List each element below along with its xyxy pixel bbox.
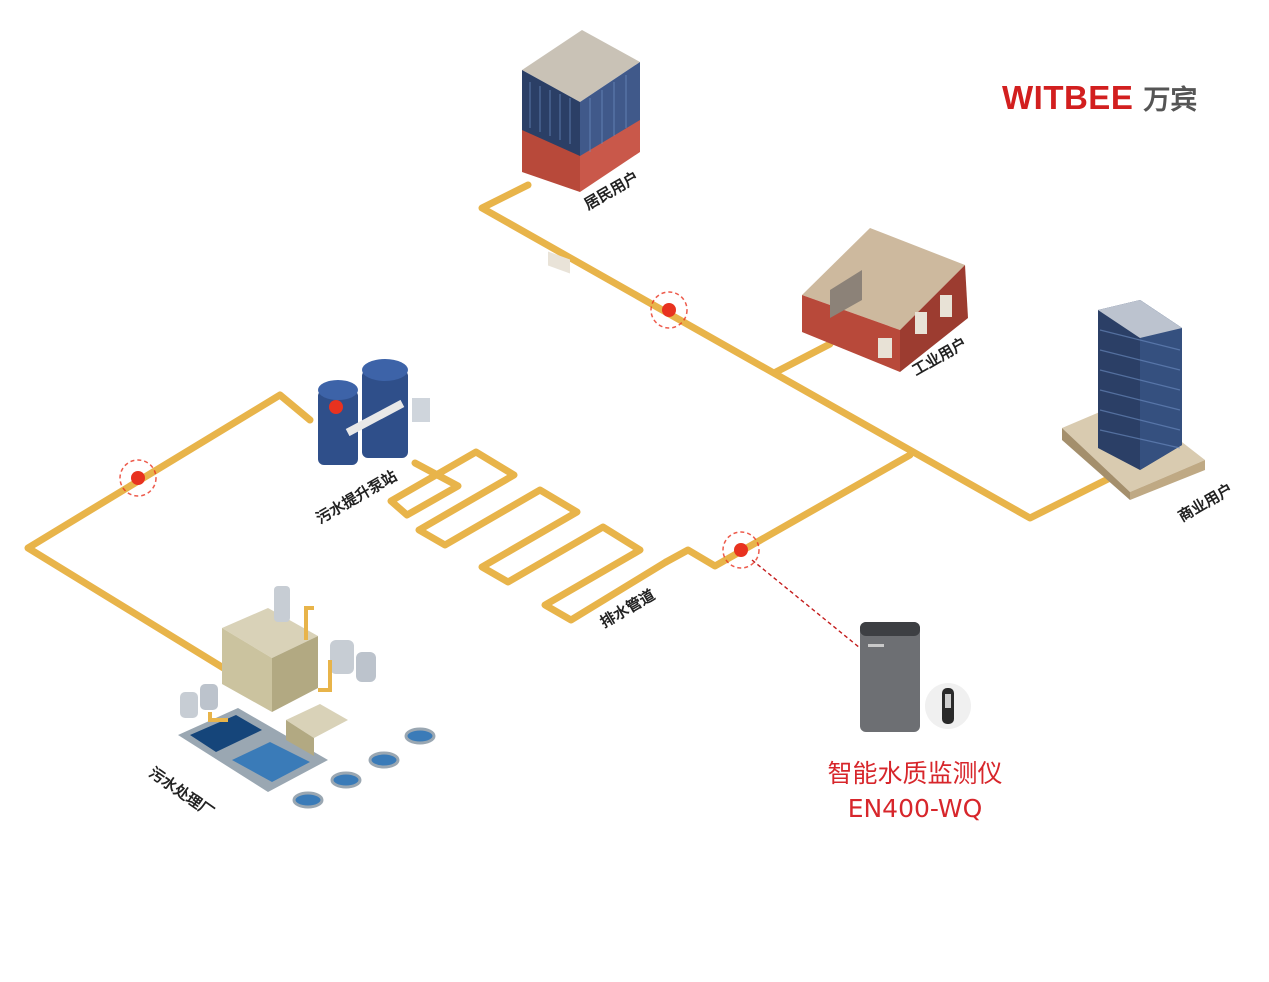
- monitor-point-2: [119, 459, 157, 497]
- water-quality-monitor-icon: [860, 622, 971, 732]
- brand-logo: WITBEE 万宾: [1002, 78, 1197, 117]
- residential-building-icon: [522, 30, 640, 274]
- monitor-link-line: [751, 559, 861, 649]
- device-caption: 智能水质监测仪 EN400-WQ: [790, 756, 1040, 826]
- pipe-industrial-branch: [772, 340, 834, 376]
- label-commercial: 商业用户: [1175, 480, 1236, 526]
- pump-station-icon: [318, 359, 430, 465]
- pipe-residential-to-commercial: [478, 181, 1114, 522]
- brand-name-cn: 万宾: [1143, 85, 1198, 116]
- device-name: 智能水质监测仪: [827, 759, 1003, 788]
- treatment-plant-icon: [178, 586, 436, 809]
- industrial-building-icon: [802, 228, 968, 372]
- pipe-network: [24, 181, 1114, 676]
- pipe-main-to-drainage: [662, 451, 914, 570]
- commercial-building-icon: [1062, 300, 1205, 500]
- label-drainage-pipe: 排水管道: [597, 586, 658, 632]
- pipe-drainage-serpentine: [387, 448, 670, 624]
- device-model: EN400-WQ: [847, 794, 983, 823]
- monitor-point-1: [650, 291, 688, 329]
- monitor-point-3: [722, 531, 760, 569]
- label-treatment-plant: 污水处理厂: [146, 764, 218, 822]
- brand-name-en: WITBEE: [1002, 79, 1134, 116]
- label-pump-station: 污水提升泵站: [313, 467, 400, 528]
